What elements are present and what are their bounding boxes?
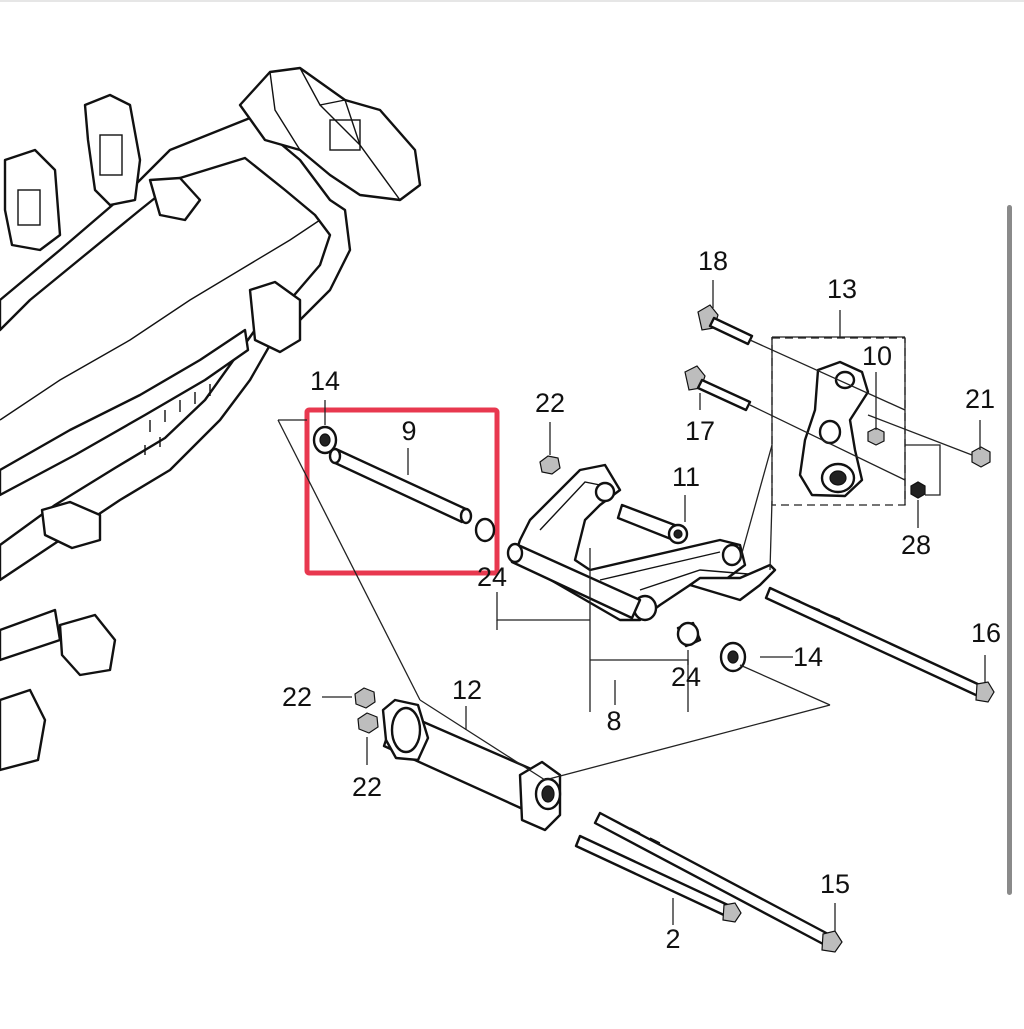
callout-labels: 14 9 22 11 18 17 13 10 21 28 24 16 14 24… bbox=[282, 246, 1001, 954]
frame-assembly bbox=[0, 66, 422, 772]
part-18-bolt[interactable] bbox=[697, 304, 754, 346]
part-10-nut[interactable] bbox=[867, 427, 885, 446]
callout-22-left[interactable]: 22 bbox=[282, 682, 312, 712]
part-24-bushing-upper[interactable] bbox=[474, 517, 496, 543]
part-22-nut-lower-a[interactable] bbox=[354, 687, 376, 709]
part-11-collar[interactable] bbox=[616, 503, 689, 545]
leader-lines bbox=[277, 280, 986, 932]
callout-21[interactable]: 21 bbox=[965, 384, 995, 414]
callout-11[interactable]: 11 bbox=[672, 462, 700, 492]
part-28-nut[interactable] bbox=[910, 481, 926, 499]
callout-18[interactable]: 18 bbox=[698, 246, 728, 276]
part-22-nut-lower-b[interactable] bbox=[357, 712, 379, 734]
callout-28[interactable]: 28 bbox=[901, 530, 931, 560]
part-22-nut-upper[interactable] bbox=[539, 455, 561, 475]
callout-10[interactable]: 10 bbox=[862, 341, 892, 371]
callout-12[interactable]: 12 bbox=[452, 675, 482, 705]
callout-14-upper[interactable]: 14 bbox=[310, 366, 340, 396]
top-divider bbox=[0, 0, 1024, 2]
callout-16[interactable]: 16 bbox=[971, 618, 1001, 648]
callout-22-upper[interactable]: 22 bbox=[535, 388, 565, 418]
callout-15[interactable]: 15 bbox=[820, 869, 850, 899]
part-2-bolt[interactable] bbox=[574, 834, 742, 923]
part-13-cushion-arm[interactable] bbox=[798, 360, 870, 498]
callout-13[interactable]: 13 bbox=[827, 274, 857, 304]
callout-24-lower[interactable]: 24 bbox=[671, 662, 701, 692]
part-24-bushing-lower[interactable] bbox=[676, 621, 702, 648]
part-15-bolt[interactable] bbox=[593, 811, 843, 953]
part-17-bolt[interactable] bbox=[684, 365, 752, 412]
callout-22-lower[interactable]: 22 bbox=[352, 772, 382, 802]
callout-14-lower[interactable]: 14 bbox=[793, 642, 823, 672]
part-12-pivot-tube[interactable] bbox=[381, 698, 562, 832]
part-21-nut[interactable] bbox=[971, 446, 991, 468]
callout-17[interactable]: 17 bbox=[685, 416, 715, 446]
part-9-pivot-collar[interactable] bbox=[328, 447, 473, 525]
vertical-scrollbar[interactable] bbox=[1007, 205, 1012, 895]
callout-2[interactable]: 2 bbox=[665, 924, 680, 954]
callout-9[interactable]: 9 bbox=[401, 416, 416, 446]
highlight-box bbox=[304, 407, 500, 576]
callout-8[interactable]: 8 bbox=[606, 706, 621, 736]
callout-24-upper[interactable]: 24 bbox=[477, 562, 507, 592]
part-16-bolt[interactable] bbox=[764, 586, 995, 703]
part-14-washer-upper[interactable] bbox=[312, 425, 338, 455]
part-8-link-arm[interactable] bbox=[506, 463, 777, 622]
part-14-washer-lower[interactable] bbox=[719, 641, 747, 673]
